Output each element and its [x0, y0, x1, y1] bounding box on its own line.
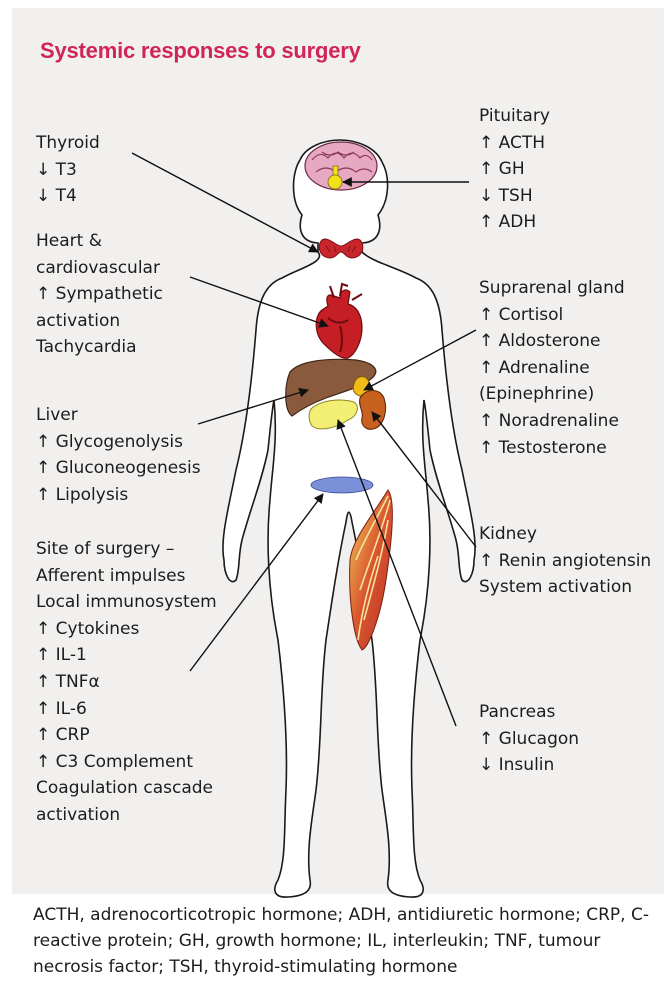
- label-line: Liver: [36, 402, 201, 429]
- label-line: ↑ IL-1: [36, 642, 217, 669]
- label-line: ↑ ACTH: [479, 130, 550, 157]
- label-line: ↓ TSH: [479, 183, 550, 210]
- label-line: ↑ Testosterone: [479, 435, 625, 462]
- label-line: ↑ IL-6: [36, 696, 217, 723]
- label-line: ↑ ADH: [479, 209, 550, 236]
- label-line: ↑ GH: [479, 156, 550, 183]
- label-line: cardiovascular: [36, 255, 163, 282]
- label-line: ↑ Glucagon: [479, 726, 579, 753]
- suprarenal-label: Suprarenal gland ↑ Cortisol ↑ Aldosteron…: [479, 275, 625, 461]
- label-line: ↑ Noradrenaline: [479, 408, 625, 435]
- label-line: ↓ Insulin: [479, 752, 579, 779]
- thyroid-label: Thyroid ↓ T3 ↓ T4: [36, 130, 100, 210]
- label-line: Kidney: [479, 521, 651, 548]
- label-line: ↓ T4: [36, 183, 100, 210]
- heart-label: Heart & cardiovascular ↑ Sympathetic act…: [36, 228, 163, 361]
- label-line: Local immunosystem: [36, 589, 217, 616]
- label-line: ↑ Lipolysis: [36, 482, 201, 509]
- label-line: ↑ C3 Complement: [36, 749, 217, 776]
- label-line: Site of surgery –: [36, 536, 217, 563]
- label-line: Pituitary: [479, 103, 550, 130]
- label-line: activation: [36, 308, 163, 335]
- abbreviations-footnote: ACTH, adrenocorticotropic hormone; ADH, …: [33, 902, 663, 980]
- label-line: Afferent impulses: [36, 563, 217, 590]
- label-line: activation: [36, 802, 217, 829]
- label-line: ↑ Renin angiotensin: [479, 548, 651, 575]
- label-line: ↑ Cytokines: [36, 616, 217, 643]
- pituitary-label: Pituitary ↑ ACTH ↑ GH ↓ TSH ↑ ADH: [479, 103, 550, 236]
- kidney-label: Kidney ↑ Renin angiotensin System activa…: [479, 521, 651, 601]
- label-line: System activation: [479, 574, 651, 601]
- label-line: ↑ Gluconeogenesis: [36, 455, 201, 482]
- label-line: ↑ Sympathetic: [36, 281, 163, 308]
- label-line: Coagulation cascade: [36, 775, 217, 802]
- label-line: (Epinephrine): [479, 381, 625, 408]
- label-line: ↑ Adrenaline: [479, 355, 625, 382]
- liver-label: Liver ↑ Glycogenolysis ↑ Gluconeogenesis…: [36, 402, 201, 508]
- label-line: ↑ Cortisol: [479, 302, 625, 329]
- label-line: Pancreas: [479, 699, 579, 726]
- label-line: ↑ Glycogenolysis: [36, 429, 201, 456]
- label-line: ↑ Aldosterone: [479, 328, 625, 355]
- pancreas-label: Pancreas ↑ Glucagon ↓ Insulin: [479, 699, 579, 779]
- label-line: ↓ T3: [36, 157, 100, 184]
- label-line: Suprarenal gland: [479, 275, 625, 302]
- label-line: Heart &: [36, 228, 163, 255]
- label-line: ↑ CRP: [36, 722, 217, 749]
- label-line: Thyroid: [36, 130, 100, 157]
- label-line: ↑ TNFα: [36, 669, 217, 696]
- label-line: Tachycardia: [36, 334, 163, 361]
- surgery-site-label: Site of surgery – Afferent impulses Loca…: [36, 536, 217, 829]
